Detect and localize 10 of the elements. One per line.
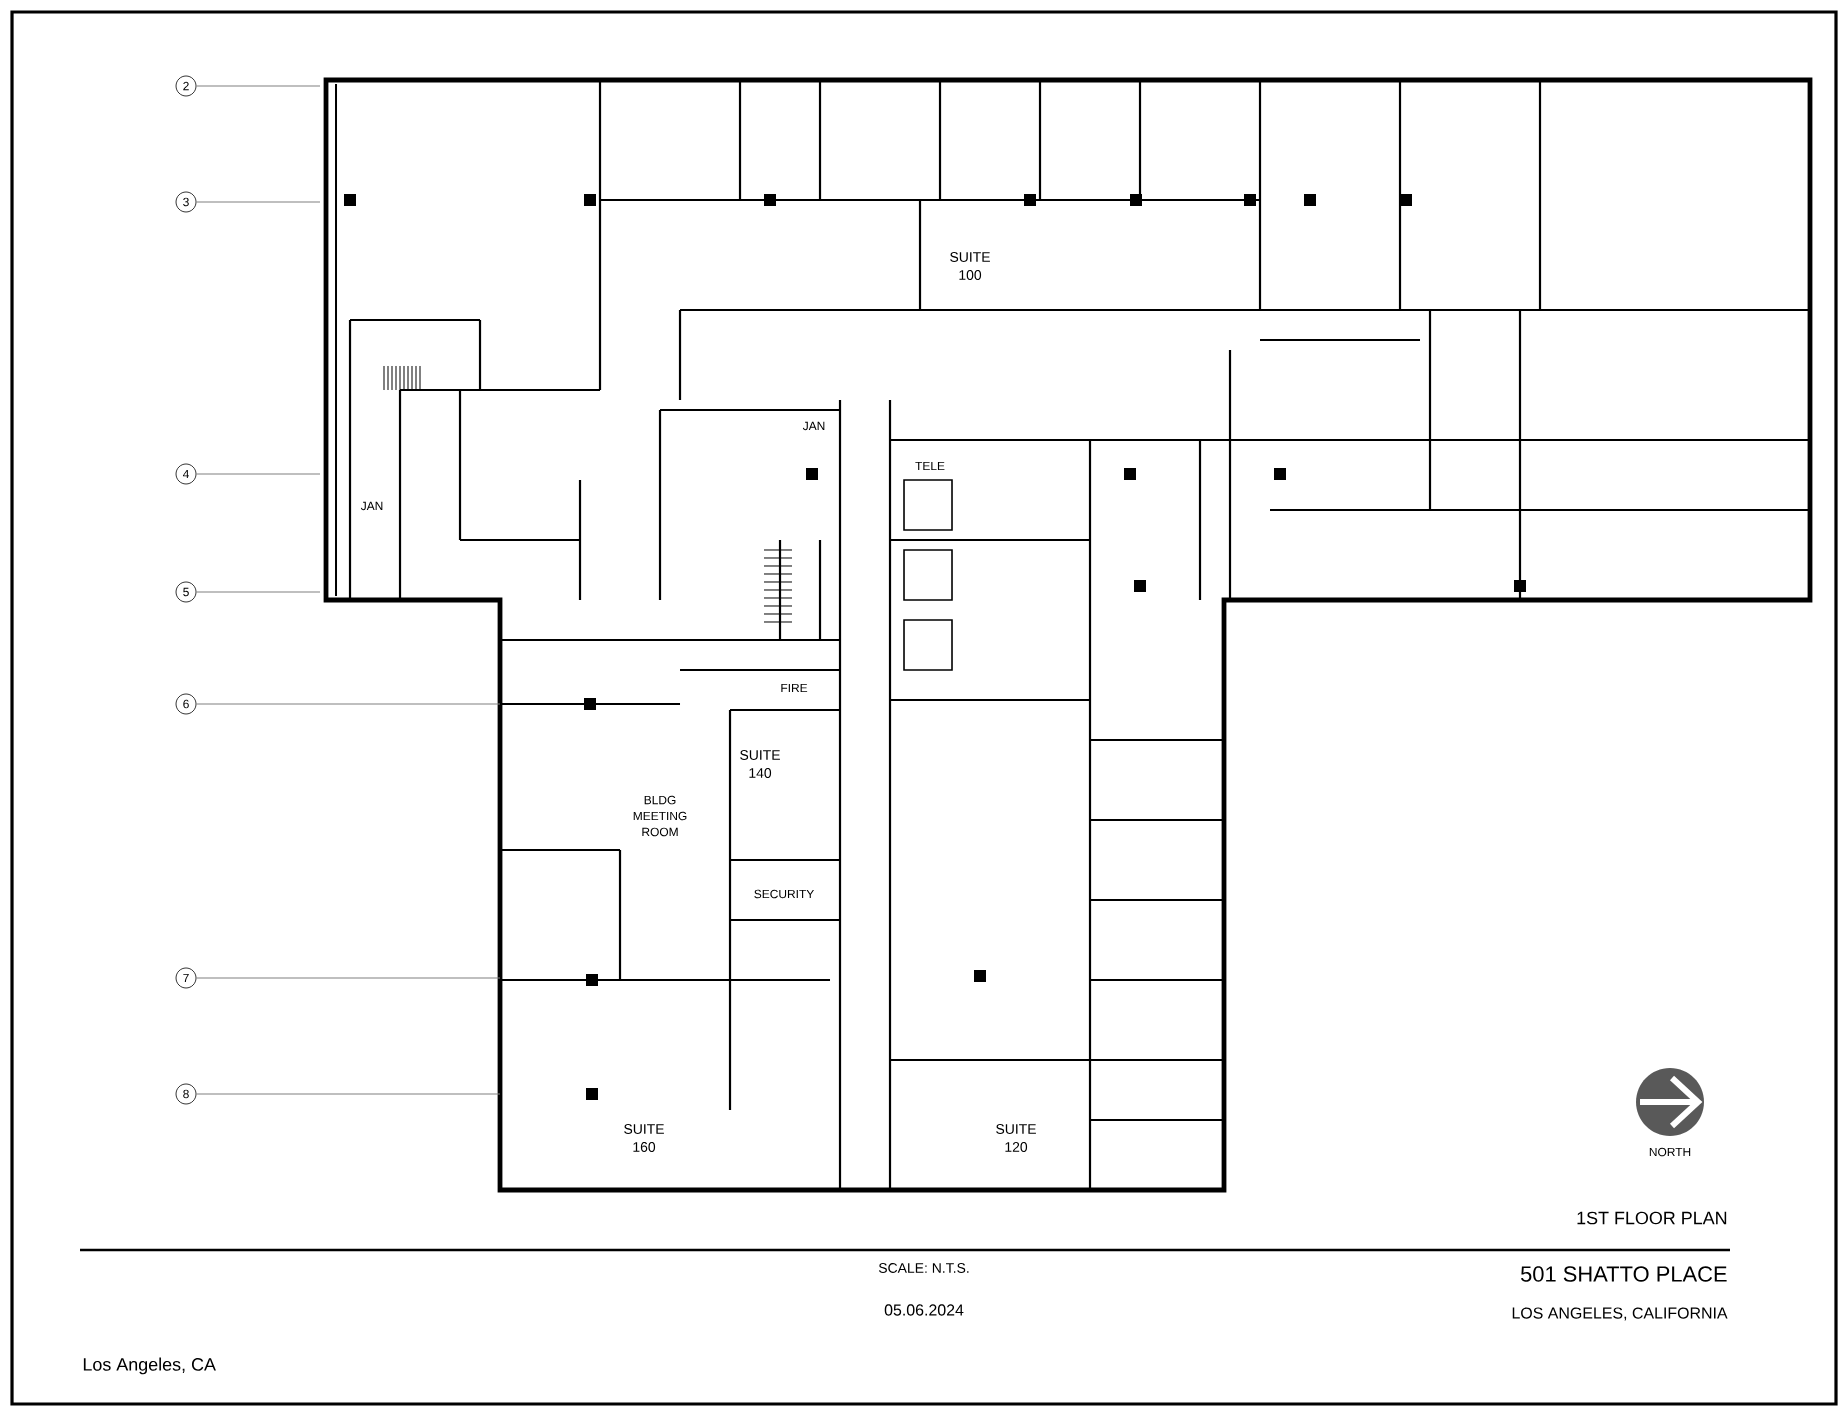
leader-line [195, 201, 321, 203]
leader-line [195, 977, 501, 979]
leader-line [195, 591, 321, 593]
sheet-title: 1ST FLOOR PLAN [1577, 1211, 1727, 1225]
leader-line [195, 85, 321, 87]
city-text: Los Angeles, CA [83, 1357, 216, 1375]
address-text: 501 SHATTO PLACE [1521, 1266, 1727, 1282]
leader-line [195, 473, 321, 475]
leader-line [195, 703, 501, 705]
leader-line [195, 1093, 501, 1095]
